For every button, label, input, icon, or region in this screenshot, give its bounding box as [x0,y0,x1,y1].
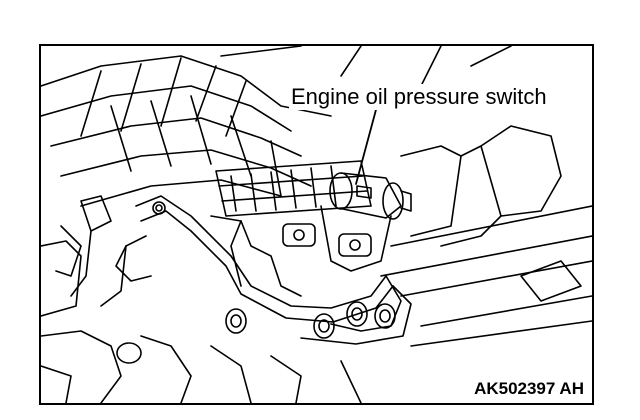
oil-pressure-switch-body [329,172,412,220]
lower-engine-block [210,205,392,297]
right-housing [380,125,592,347]
mounting-bolts [116,301,396,364]
upper-engine-block [41,46,512,207]
engine-line-drawing [41,46,592,403]
left-lower-components [41,240,362,403]
valve-cover-hatching [215,160,372,217]
wiring-harness-bracket [55,195,412,345]
callout-leader-line [355,105,378,185]
figure-reference-code: AK502397 AH [474,379,584,398]
engine-diagram-frame: Engine oil pressure switch AK502397 AH [39,44,594,405]
callout-label-oil-pressure-switch: Engine oil pressure switch [289,84,549,110]
